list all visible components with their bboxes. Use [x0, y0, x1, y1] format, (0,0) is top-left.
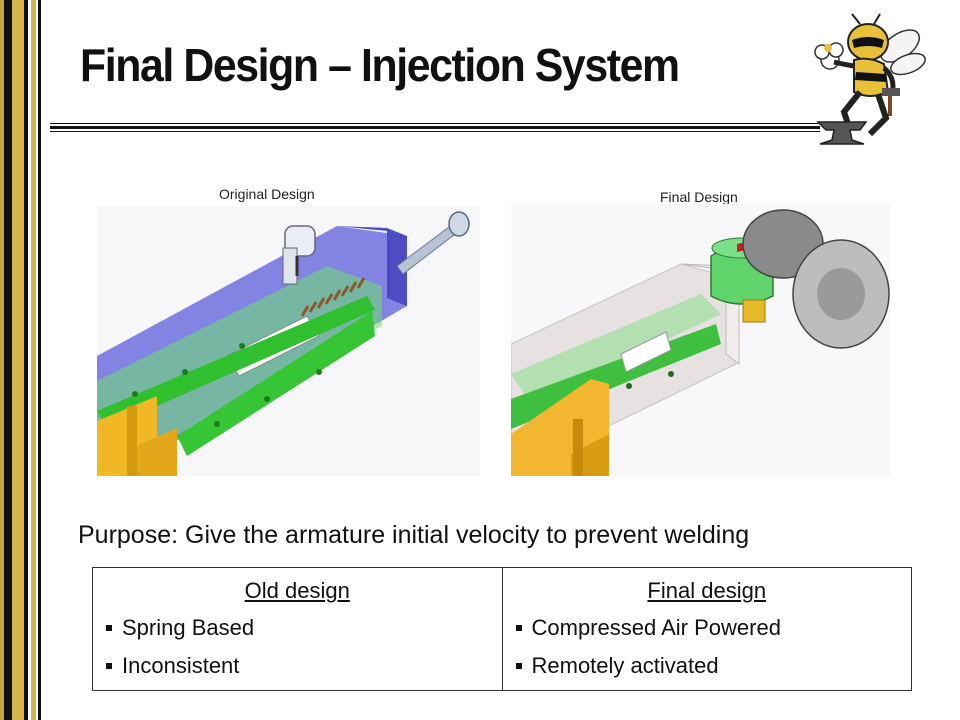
- list-item: Inconsistent: [106, 652, 502, 680]
- left-stripe-black-2: [24, 0, 28, 720]
- list-item: Spring Based: [106, 614, 502, 642]
- old-design-bullet-1: Spring Based: [122, 615, 255, 640]
- title-rule-thin-bottom: [50, 131, 820, 132]
- purpose-statement: Purpose: Give the armature initial veloc…: [78, 521, 750, 549]
- yellow-jacket-mascot-icon: [814, 13, 926, 145]
- old-design-heading: Old design: [244, 578, 350, 603]
- design-comparison-table: Old design Spring Based Inconsistent Fin…: [92, 567, 912, 691]
- final-design-bullet-2: Remotely activated: [531, 653, 719, 678]
- slide-title: Final Design – Injection System: [80, 39, 680, 91]
- left-stripe-gold-1: [0, 0, 4, 720]
- final-design-heading: Final design: [647, 578, 767, 603]
- list-item: Compressed Air Powered: [515, 614, 912, 642]
- bullet-square-icon: [515, 625, 522, 631]
- original-design-caption: Original Design: [219, 186, 315, 202]
- original-design-image: [97, 206, 480, 476]
- bullet-square-icon: [106, 663, 112, 669]
- title-rule-thick: [50, 126, 820, 129]
- list-item: Remotely activated: [515, 652, 912, 680]
- bullet-square-icon: [515, 663, 522, 669]
- left-stripe-black-3: [38, 0, 41, 720]
- left-stripe-gold-3: [31, 0, 36, 720]
- final-design-bullet-1: Compressed Air Powered: [531, 615, 781, 640]
- left-stripe-black-1: [4, 0, 12, 720]
- left-stripe-gold-2: [12, 0, 24, 720]
- bullet-square-icon: [106, 625, 112, 631]
- final-design-caption: Final Design: [660, 189, 738, 205]
- final-design-image: [511, 204, 890, 476]
- old-design-column: Old design Spring Based Inconsistent: [93, 568, 503, 690]
- old-design-bullet-2: Inconsistent: [122, 653, 240, 678]
- final-design-column: Final design Compressed Air Powered Remo…: [503, 568, 912, 690]
- title-rule-thin-top: [50, 123, 820, 124]
